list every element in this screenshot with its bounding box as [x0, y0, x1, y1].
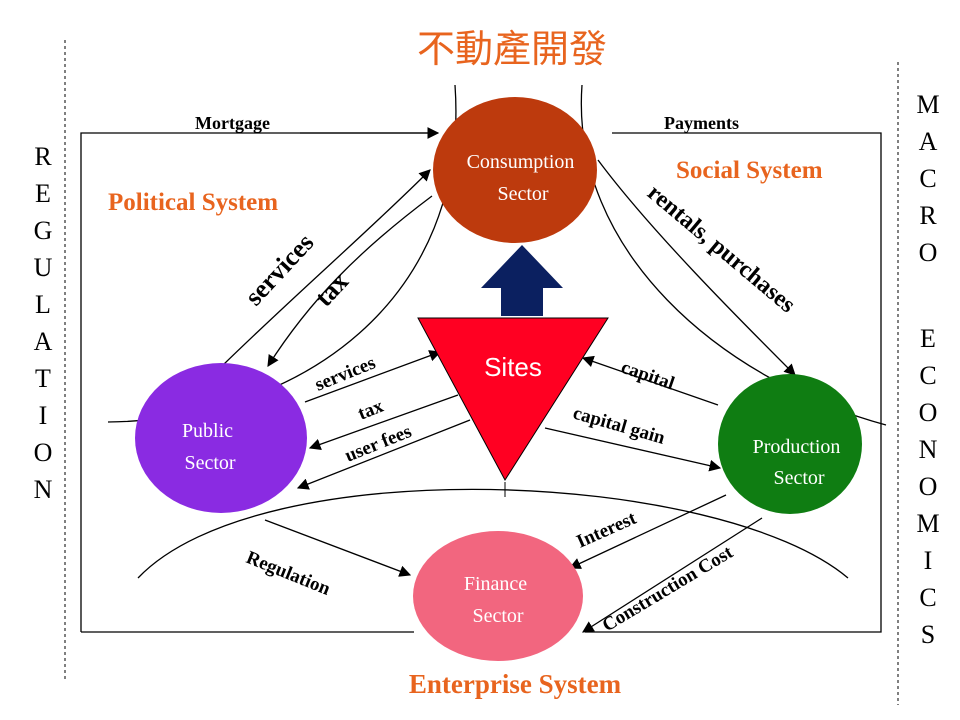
svg-text:A: A: [34, 327, 53, 356]
production-sector[interactable]: [718, 374, 862, 514]
svg-text:N: N: [34, 475, 53, 504]
capital-arrow: [581, 355, 719, 406]
sites-label: Sites: [484, 352, 542, 382]
regulation-label: Regulation: [243, 547, 333, 600]
svg-text:T: T: [35, 364, 51, 393]
svg-text:A: A: [919, 127, 938, 156]
interest-arrow: [568, 494, 727, 569]
svg-text:I: I: [924, 546, 933, 575]
services-inner-arrow: [304, 350, 442, 403]
svg-text:O: O: [34, 438, 53, 467]
tax-inner-arrow: [308, 394, 459, 450]
rentals-arrow: [597, 159, 796, 376]
finance-sector[interactable]: [413, 531, 583, 661]
up-arrow-icon: [481, 245, 563, 316]
construction-cost-arrow: [582, 517, 763, 633]
svg-text:L: L: [35, 290, 51, 319]
svg-text:O: O: [919, 238, 938, 267]
services-top-label: services: [239, 228, 319, 311]
svg-text:C: C: [919, 361, 936, 390]
regulation-arrow: [264, 519, 412, 577]
political-system-label: Political System: [108, 189, 278, 216]
svg-text:R: R: [34, 142, 52, 171]
consumption-sector[interactable]: [433, 97, 597, 243]
svg-text:O: O: [919, 398, 938, 427]
construction-cost-label: Construction Cost: [599, 542, 738, 637]
enterprise-system-label: Enterprise System: [409, 669, 622, 699]
tax-inner-label: tax: [355, 395, 387, 424]
mortgage-label: Mortgage: [195, 113, 270, 133]
user-fees-arrow: [296, 419, 471, 490]
user-fees-label: user fees: [342, 421, 415, 467]
tax-top-arrow: [267, 195, 433, 367]
sites-triangle[interactable]: [417, 317, 609, 481]
finance-sector-label: Finance Sector: [464, 573, 532, 627]
public-sector-label: Public Sector: [182, 420, 238, 474]
services-top-arrow: [221, 169, 431, 367]
svg-text:U: U: [34, 253, 53, 282]
services-inner-label: services: [312, 352, 379, 395]
svg-text:I: I: [39, 401, 48, 430]
social-system-label: Social System: [676, 157, 823, 184]
svg-text:E: E: [920, 324, 936, 353]
interest-label: Interest: [573, 507, 640, 552]
svg-text:E: E: [35, 179, 51, 208]
svg-text:G: G: [34, 216, 53, 245]
regulation-side-label: R E G U L A T I O N: [34, 142, 53, 504]
svg-text:C: C: [919, 164, 936, 193]
svg-text:O: O: [919, 472, 938, 501]
public-sector[interactable]: [135, 363, 307, 513]
rentals-purchases-label: rentals, purchases: [642, 180, 800, 318]
production-sector-label: Production Sector: [753, 436, 846, 489]
svg-text:M: M: [916, 509, 939, 538]
capital-gain-label: capital gain: [571, 403, 668, 449]
economics-side-label: E C O N O M I C S: [916, 324, 939, 649]
capital-gain-arrow: [544, 427, 722, 472]
svg-text:N: N: [919, 435, 938, 464]
svg-text:R: R: [919, 201, 937, 230]
edge-arrows: [221, 127, 796, 633]
tax-top-label: tax: [309, 267, 354, 312]
payments-label: Payments: [664, 113, 739, 133]
consumption-sector-label: Consumption Sector: [467, 151, 580, 205]
svg-text:S: S: [921, 620, 935, 649]
macro-side-label: M A C R O: [916, 90, 939, 267]
page-title: 不動產開發: [417, 27, 607, 71]
capital-label: capital: [618, 357, 677, 395]
enterprise-boundary-arc: [137, 488, 849, 579]
svg-text:M: M: [916, 90, 939, 119]
svg-text:C: C: [919, 583, 936, 612]
